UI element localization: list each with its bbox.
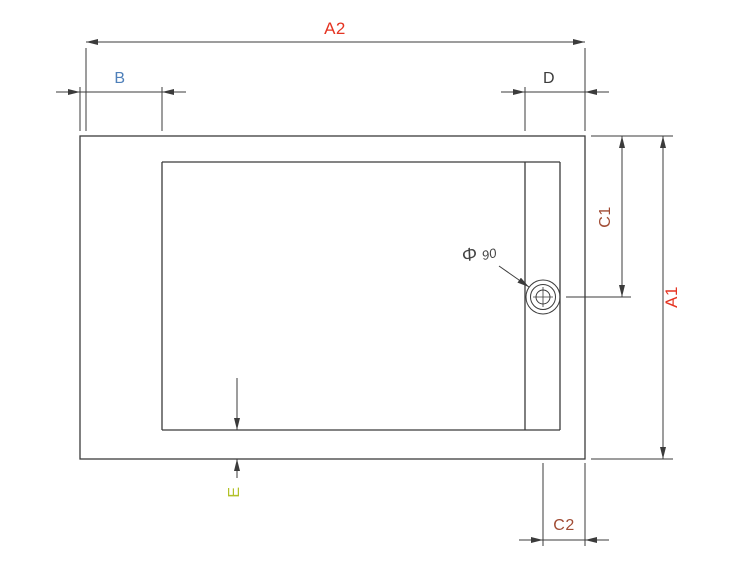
dim-d: D [501,70,609,131]
drain-middle-circle [530,284,556,310]
dim-c1: C1 [566,135,673,298]
dim-e-label: E [226,486,243,497]
dim-a1: A1 [591,136,681,460]
drain-diameter-value: 90 [480,245,498,263]
drain-diameter-symbol: Φ [460,243,479,266]
drain-diameter-label: Φ 90 [460,238,499,268]
drain-callout: Φ 90 [460,238,530,288]
tray-outline [79,135,586,460]
tray-outer-edge [79,135,586,460]
dim-a1-label: A1 [662,286,681,308]
drain-leader-line [498,265,530,288]
dim-b-label: B [114,70,125,87]
drain [525,279,561,315]
dim-a2-label: A2 [324,19,346,38]
dim-c2: C2 [519,463,609,546]
drain-outer-circle [525,279,561,315]
dim-c2-label: C2 [553,517,574,534]
dim-b: B [56,70,186,131]
dim-a2: A2 [85,19,586,131]
dim-d-label: D [543,70,555,87]
dim-c1-label: C1 [597,206,614,227]
dim-e: E [226,378,243,498]
